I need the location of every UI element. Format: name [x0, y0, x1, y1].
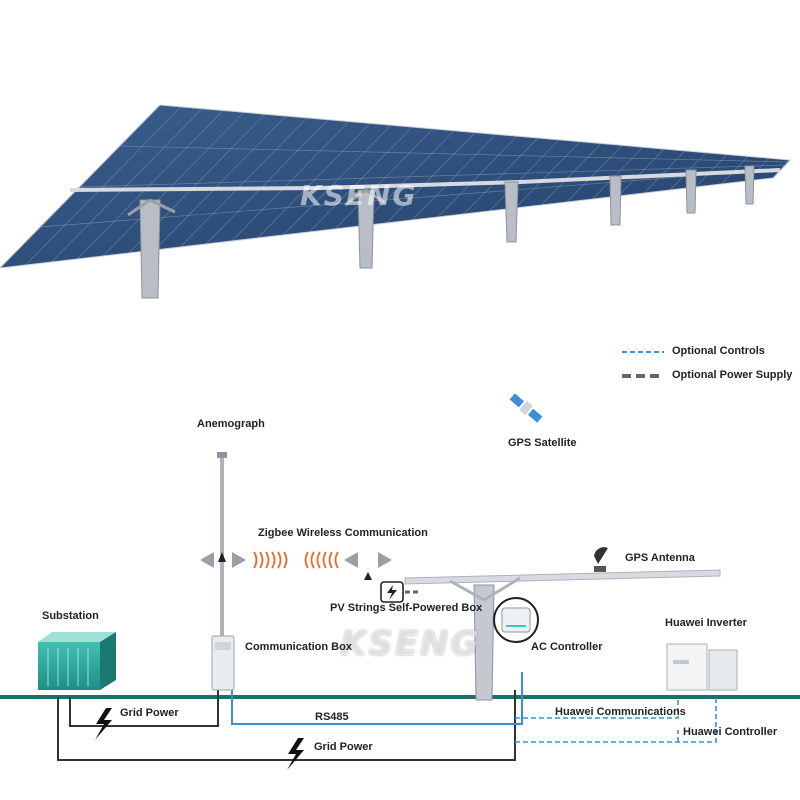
wave-arc — [304, 551, 309, 569]
wave-arc — [322, 551, 327, 569]
wave-arc — [310, 551, 315, 569]
rs485-label: RS485 — [315, 711, 349, 723]
substation-label: Substation — [42, 610, 99, 622]
panel-seam — [154, 115, 287, 251]
satellite-icon — [509, 393, 543, 423]
gps-satellite-label: GPS Satellite — [508, 437, 577, 449]
panel-seam — [592, 146, 644, 200]
panel-seam — [180, 117, 308, 248]
panel-seam — [205, 119, 329, 245]
panel-seam — [102, 112, 245, 257]
panel-seam — [540, 143, 602, 206]
lightning-icon — [287, 738, 304, 770]
antenna-icon — [344, 552, 392, 580]
anemograph — [217, 452, 227, 642]
panel-seam — [618, 148, 665, 197]
wave-arc — [334, 551, 339, 569]
zigbee-label: Zigbee Wireless Communication — [258, 527, 428, 539]
panel-seam — [489, 139, 560, 212]
grid-power-label-1: Grid Power — [120, 707, 179, 719]
substation-icon — [38, 632, 116, 690]
panel-seam — [437, 135, 518, 218]
wave-arc — [277, 551, 282, 569]
legend — [622, 351, 664, 378]
panel-seam — [25, 106, 182, 266]
panel-seam — [463, 137, 539, 215]
lightning-icon — [95, 708, 112, 740]
panel-seam — [77, 110, 224, 260]
huawei-communications-label: Huawei Communications — [555, 706, 686, 718]
anemograph-label: Anemograph — [197, 418, 265, 430]
legend-optional-power-label: Optional Power Supply — [672, 369, 793, 381]
wave-arc — [265, 551, 270, 569]
panel-seam — [231, 121, 350, 242]
wave-arc — [283, 551, 288, 569]
grid-power-label-2: Grid Power — [314, 741, 373, 753]
panel-seam — [51, 108, 203, 263]
legend-optional-controls-label: Optional Controls — [672, 345, 765, 357]
panel-seam — [412, 134, 497, 221]
communication-box-label: Communication Box — [245, 641, 352, 653]
antenna-icon — [200, 552, 246, 568]
wave-arc — [259, 551, 264, 569]
solar-tracker-array — [0, 104, 792, 299]
zigbee-link — [200, 551, 392, 580]
wave-arc — [253, 551, 258, 569]
watermark-bottom: KSENG — [340, 624, 481, 664]
wave-arc — [271, 551, 276, 569]
inverter-icon — [666, 643, 738, 691]
pv-box-icon — [380, 581, 420, 603]
wiring — [57, 672, 717, 761]
panel-seam — [257, 123, 371, 239]
panel-seam — [515, 141, 581, 209]
ac-controller-icon — [493, 597, 539, 643]
huawei-inverter-label: Huawei Inverter — [665, 617, 747, 629]
huawei-controller-label: Huawei Controller — [683, 726, 778, 738]
panel-seam — [0, 104, 161, 269]
wave-arc — [316, 551, 321, 569]
gps-antenna-label: GPS Antenna — [625, 552, 695, 564]
watermark-top: KSENG — [300, 179, 417, 212]
panel-seam — [566, 145, 623, 203]
panel-seam — [283, 124, 392, 236]
wave-arc — [328, 551, 333, 569]
panel-seam — [334, 128, 434, 230]
gps-antenna-icon — [594, 547, 608, 572]
panel-seam — [308, 126, 413, 233]
pv-box-label: PV Strings Self-Powered Box — [330, 602, 483, 614]
communication-box-icon — [211, 635, 235, 691]
panel-seam — [772, 159, 791, 179]
panel-seam — [360, 130, 455, 227]
panel-seam — [386, 132, 476, 224]
ac-controller-label: AC Controller — [531, 641, 603, 653]
tracker-post — [404, 569, 721, 701]
panel-seam — [643, 150, 686, 194]
panel-seam — [695, 154, 728, 188]
